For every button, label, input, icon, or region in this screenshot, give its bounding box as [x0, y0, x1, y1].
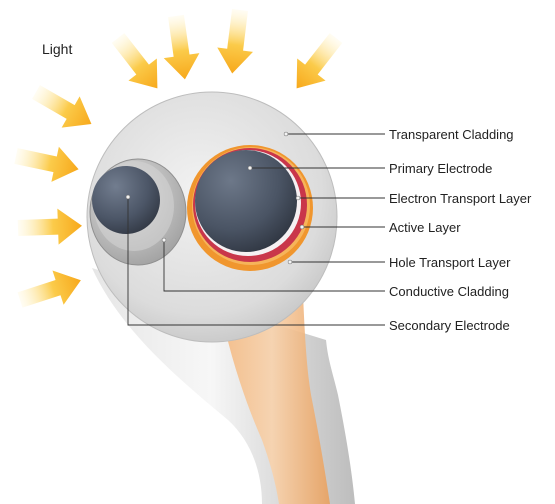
anchor-dot [288, 260, 292, 264]
light-arrow-icon [158, 13, 203, 81]
light-arrow-icon [282, 27, 350, 100]
light-label: Light [42, 41, 72, 57]
label-active-layer: Active Layer [389, 220, 461, 235]
label-conductive-cladding: Conductive Cladding [389, 284, 509, 299]
label-transparent-cladding: Transparent Cladding [389, 127, 514, 142]
light-arrow-icon [214, 8, 258, 76]
light-arrow-icon [12, 138, 82, 187]
label-hole-transport-layer: Hole Transport Layer [389, 255, 511, 270]
anchor-dot [248, 166, 252, 170]
light-arrow-icon [14, 263, 86, 317]
anchor-dot [162, 238, 166, 242]
light-arrow-icon [17, 208, 82, 246]
anchor-dot [296, 196, 300, 200]
primary-electrode [195, 150, 297, 252]
anchor-dot [284, 132, 288, 136]
primary-electrode-assembly [187, 145, 313, 271]
secondary-electrode-assembly [90, 159, 186, 265]
label-primary-electrode: Primary Electrode [389, 161, 492, 176]
anchor-dot [300, 225, 304, 229]
anchor-dot [126, 195, 130, 199]
label-secondary-electrode: Secondary Electrode [389, 318, 510, 333]
label-electron-transport-layer: Electron Transport Layer [389, 191, 532, 206]
light-arrow-icon [27, 76, 100, 139]
light-arrow-icon [104, 27, 172, 100]
secondary-electrode [92, 166, 160, 234]
